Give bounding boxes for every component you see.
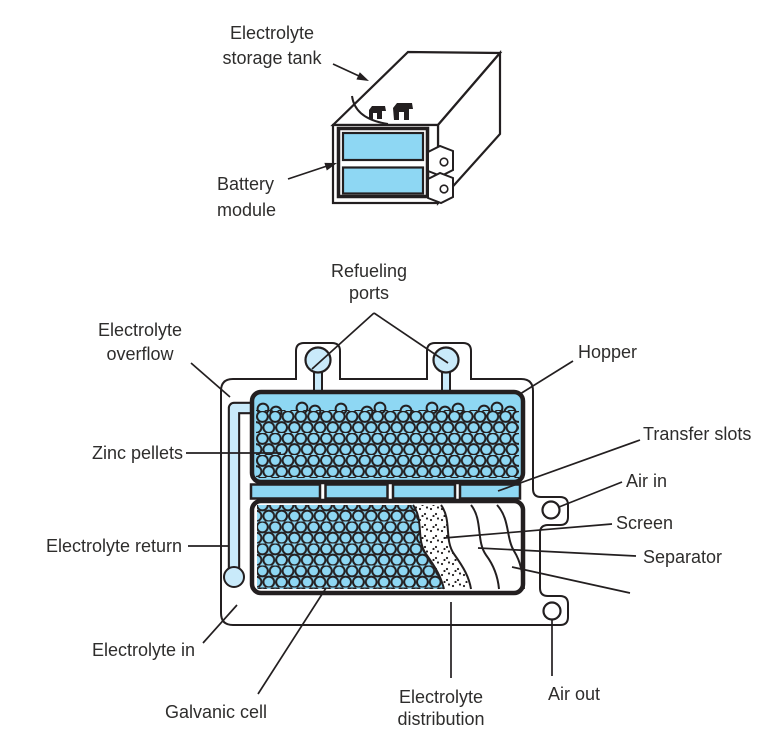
air-out-port (542, 601, 562, 621)
label-refueling-ports: Refueling (331, 261, 407, 281)
separator-layer-line (470, 504, 500, 590)
terminal-icon (369, 106, 386, 119)
label-air-out: Air out (548, 684, 600, 704)
battery-module-cell-bottom (341, 166, 425, 195)
label-electrolyte-distribution: distribution (397, 709, 484, 729)
label-zinc-pellets: Zinc pellets (92, 443, 183, 463)
leader-air-in (558, 481, 623, 508)
battery-module-arrow-line (287, 165, 328, 180)
electrolyte-in-bulb (223, 566, 245, 588)
leader-screen (443, 523, 613, 539)
label-galvanic-cell: Galvanic cell (165, 702, 267, 722)
screen-boundary (440, 504, 472, 590)
label-separator: Separator (643, 547, 722, 567)
leader-transfer-slots (497, 439, 641, 492)
leader-galvanic-cell (257, 587, 327, 695)
label-electrolyte-storage-tank: Electrolyte (230, 23, 314, 43)
storage-tank-arrow-line (332, 63, 360, 77)
label-transfer-slots: Transfer slots (643, 424, 751, 444)
label-electrolyte-distribution: Electrolyte (399, 687, 483, 707)
label-hopper: Hopper (578, 342, 637, 362)
label-electrolyte-overflow: Electrolyte (98, 320, 182, 340)
leader-separator-1 (477, 547, 637, 557)
galvanic-cell-pellet-pattern (257, 505, 444, 589)
label-screen: Screen (616, 513, 673, 533)
leader-electrolyte-overflow (190, 362, 231, 398)
label-electrolyte-return: Electrolyte return (46, 536, 182, 556)
storage-tank-drawing: Electrolyte storage tank Battery module (217, 23, 503, 220)
label-battery-module: module (217, 200, 276, 220)
leader-electrolyte-in (202, 604, 238, 644)
tank-top-arc (351, 95, 389, 125)
transfer-slot (324, 483, 389, 500)
battery-module-cell-top (341, 131, 425, 162)
label-electrolyte-storage-tank: storage tank (222, 48, 322, 68)
refueling-port (432, 346, 460, 374)
side-clip-hole (439, 184, 449, 194)
label-battery-module: Battery (217, 174, 274, 194)
battery-module-cross-section: Refueling ports Electrolyte overflow Hop… (46, 261, 751, 729)
leader-separator-2 (511, 566, 631, 594)
battery-module-arrowhead (324, 162, 337, 171)
storage-tank-arrowhead (356, 72, 369, 81)
leader-hopper (519, 360, 574, 395)
pellet-bed-boundary (412, 504, 445, 590)
separator-layer-line (496, 504, 525, 590)
label-electrolyte-overflow: overflow (106, 344, 174, 364)
air-in-port (541, 500, 561, 520)
transfer-slots-row (249, 483, 522, 500)
leader-refueling-right (373, 312, 449, 364)
transfer-slot (249, 483, 322, 500)
labels: Refueling ports Electrolyte overflow Hop… (46, 261, 751, 729)
terminal-icon (393, 103, 413, 120)
hopper-pellets (256, 410, 519, 478)
label-refueling-ports: ports (349, 283, 389, 303)
electrolyte-return-tube (229, 403, 256, 576)
refueling-port (304, 346, 332, 374)
leader-refueling-left (311, 312, 375, 370)
transfer-slot (391, 483, 457, 500)
label-electrolyte-in: Electrolyte in (92, 640, 195, 660)
screen-stipple-pattern (413, 505, 471, 589)
side-clip-hole (439, 157, 449, 167)
leader-lines (186, 360, 641, 695)
label-air-in: Air in (626, 471, 667, 491)
